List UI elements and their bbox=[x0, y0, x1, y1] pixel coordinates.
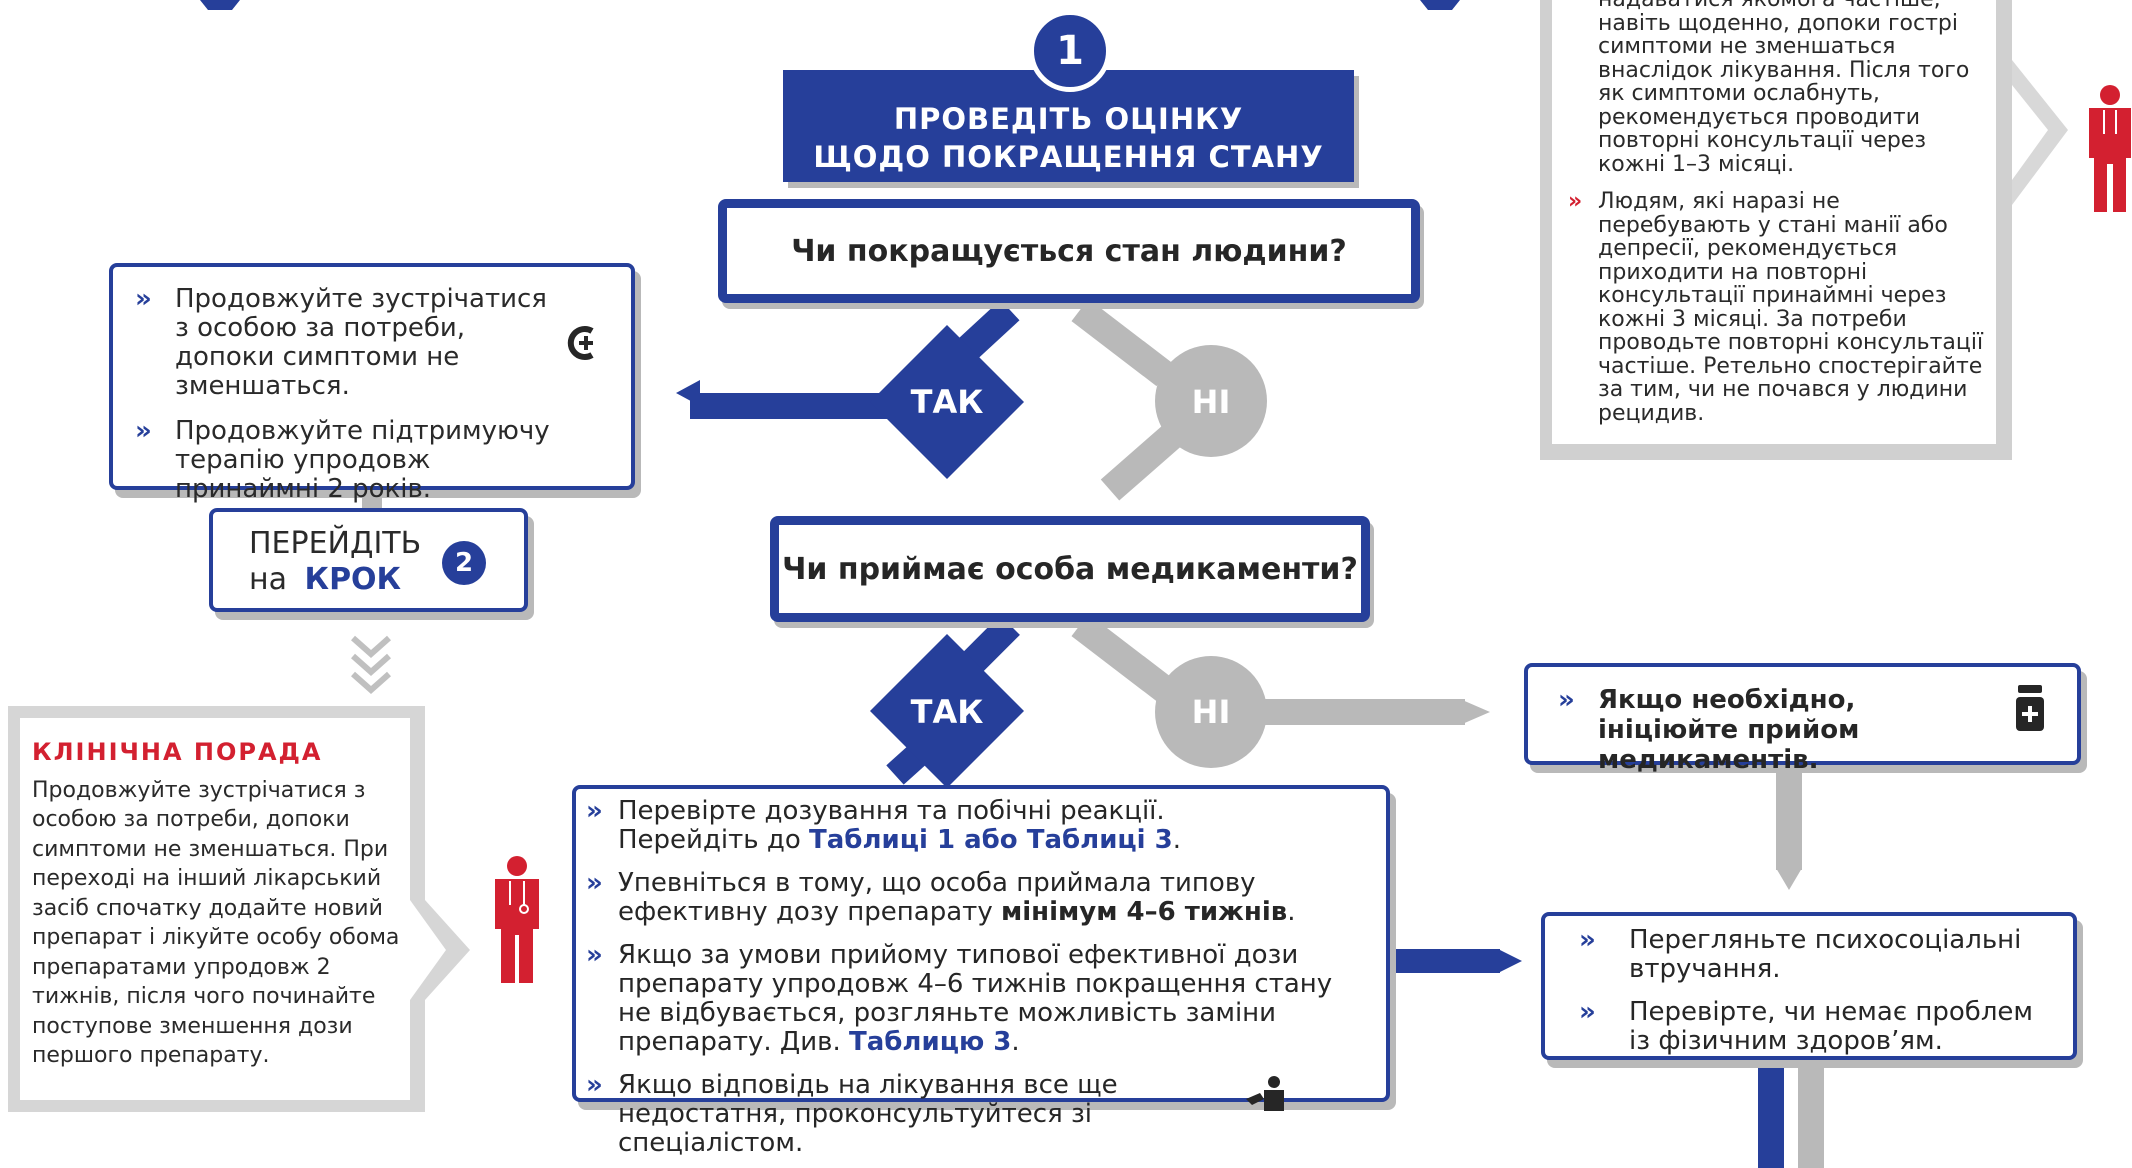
chevron-icon: » bbox=[135, 284, 152, 314]
bottom-gray-line bbox=[1798, 1060, 1824, 1168]
no-label-2: НІ bbox=[1191, 693, 1231, 731]
question-improving: Чи покращується стан людини? bbox=[718, 199, 1420, 303]
med-item-1a: Перевірте дозування та побічні реакції. bbox=[618, 796, 1165, 826]
down-chevron-1 bbox=[351, 635, 391, 659]
list-item: » Перегляньте психосоціальні втручання. bbox=[1579, 926, 2053, 984]
list-item: » Продовжуйте зустрічатися з особою за п… bbox=[135, 285, 611, 401]
list-item: » Перевірте, чи немає проблем із фізични… bbox=[1579, 998, 2053, 1056]
step-title-line1: ПРОВЕДІТЬ ОЦІНКУ bbox=[893, 102, 1244, 136]
yes-diamond bbox=[870, 325, 1024, 479]
heading-remnant bbox=[200, 0, 240, 10]
psycho-item-2: Перевірте, чи немає проблем із фізичним … bbox=[1629, 997, 2034, 1056]
step-number-badge: 1 bbox=[1029, 10, 1111, 92]
question-medication: Чи приймає особа медикаменти? bbox=[770, 516, 1370, 622]
init-down-arrowhead bbox=[1776, 868, 1802, 890]
chevron-icon: » bbox=[1579, 997, 1596, 1027]
chevron-icon: » bbox=[586, 796, 603, 826]
chevron-icon: » bbox=[1579, 925, 1596, 955]
medication-check-box: » Перевірте дозування та побічні реакції… bbox=[572, 785, 1390, 1158]
initiate-medication-box: » Якщо необхідно, ініціюйте прийом медик… bbox=[1524, 663, 2081, 775]
med-item-1b: Перейдіть до Таблиці 1 або Таблиці 3. bbox=[618, 826, 1181, 855]
chevron-icon: » bbox=[135, 416, 152, 446]
red-chevron-icon: » bbox=[1568, 189, 1583, 214]
down-chevron-3 bbox=[351, 671, 391, 695]
no2-circle bbox=[1155, 656, 1267, 768]
clinical-tip-text: Продовжуйте зустрічатися з особою за пот… bbox=[32, 777, 400, 1069]
goto-na: на bbox=[249, 562, 287, 597]
med-item-4: Якщо відповідь на лікування все ще недос… bbox=[618, 1070, 1118, 1158]
goto-step-number-badge: 2 bbox=[442, 541, 486, 585]
no-label-1: НІ bbox=[1191, 383, 1231, 421]
question-medication-text: Чи приймає особа медикаменти? bbox=[782, 551, 1358, 587]
goto-line2: на КРОК bbox=[249, 562, 524, 598]
yes2-diamond bbox=[870, 634, 1024, 788]
med-item-3-ref[interactable]: Таблицю 3 bbox=[849, 1027, 1012, 1057]
no2-branch-line bbox=[1071, 613, 1174, 702]
clinical-tip: КЛІНІЧНА ПОРАДА Продовжуйте зустрічатися… bbox=[32, 738, 422, 1071]
psychosocial-box: » Перегляньте психосоціальні втручання. … bbox=[1541, 912, 2077, 1060]
down-chevron-2 bbox=[351, 653, 391, 677]
follow-up-para-1: надаватися якомога частіше, навіть щоден… bbox=[1598, 0, 1970, 177]
list-item: » Перевірте дозування та побічні реакції… bbox=[586, 797, 1370, 855]
goto-line1: ПЕРЕЙДІТЬ bbox=[249, 526, 422, 561]
specialist-consult-icon bbox=[1244, 1075, 1288, 1118]
return-arrow-icon bbox=[565, 323, 599, 370]
heading-remnant bbox=[1420, 0, 1460, 10]
list-item: » Продовжуйте підтримуючу терапію упродо… bbox=[135, 417, 611, 504]
yes-arrow-line bbox=[690, 393, 910, 419]
doctor-icon bbox=[490, 855, 544, 987]
continue-item-2: Продовжуйте підтримуючу терапію упродовж… bbox=[175, 416, 550, 504]
chevron-icon: » bbox=[586, 1070, 603, 1100]
med-item-2-text: Упевніться в тому, що особа приймала тип… bbox=[618, 868, 1256, 927]
goto-step-number: 2 bbox=[454, 548, 474, 578]
clinician-icon bbox=[2088, 84, 2132, 216]
list-item: » Упевніться в тому, що особа приймала т… bbox=[586, 869, 1370, 927]
follow-up-guidance: надаватися якомога частіше, навіть щоден… bbox=[1568, 0, 1988, 425]
med-to-psycho-line bbox=[1390, 949, 1500, 973]
med-to-psycho-arrowhead bbox=[1498, 949, 1522, 973]
pill-bottle-icon bbox=[2016, 685, 2044, 738]
question-improving-text: Чи покращується стан людини? bbox=[791, 233, 1347, 269]
list-item: » Людям, які наразі не перебувають у ста… bbox=[1568, 190, 1988, 425]
no-branch-line bbox=[1071, 298, 1174, 387]
step-title: ПРОВЕДІТЬ ОЦІНКУ ЩОДО ПОКРАЩЕННЯ СТАНУ bbox=[783, 100, 1354, 182]
clinical-tip-title: КЛІНІЧНА ПОРАДА bbox=[32, 738, 323, 766]
list-item: » Якщо відповідь на лікування все ще нед… bbox=[586, 1071, 1370, 1158]
med-item-1-end: . bbox=[1172, 825, 1182, 855]
psycho-item-1: Перегляньте психосоціальні втручання. bbox=[1629, 925, 2022, 984]
med-item-1b-text: Перейдіть до bbox=[618, 825, 810, 855]
goto-step-2-box[interactable]: ПЕРЕЙДІТЬ на КРОК 2 bbox=[209, 508, 528, 612]
bottom-blue-line bbox=[1758, 1060, 1784, 1168]
med-item-1-ref[interactable]: Таблиці 1 або Таблиці 3 bbox=[809, 825, 1173, 855]
yes-label-1: ТАК bbox=[910, 383, 984, 421]
no2-arrow-line bbox=[1240, 699, 1465, 725]
med-item-3-text: Якщо за умови прийому типової ефективної… bbox=[618, 940, 1333, 1057]
no-circle bbox=[1155, 345, 1267, 457]
step-number: 1 bbox=[1056, 28, 1084, 74]
med-item-3-end: . bbox=[1011, 1027, 1020, 1057]
continue-support-box: » Продовжуйте зустрічатися з особою за п… bbox=[109, 263, 635, 504]
left-connector bbox=[362, 490, 382, 510]
med-item-2-bold: мінімум 4–6 тижнів bbox=[1000, 897, 1288, 927]
initiate-medication-text: Якщо необхідно, ініціюйте прийом медикам… bbox=[1598, 685, 1860, 775]
no2-arrowhead bbox=[1460, 699, 1490, 725]
goto-krok: КРОК bbox=[304, 562, 402, 597]
med-item-2-end: . bbox=[1287, 897, 1296, 927]
follow-up-para-2: Людям, які наразі не перебувають у стані… bbox=[1598, 189, 1984, 426]
init-down-line bbox=[1776, 765, 1802, 870]
list-item: » Якщо за умови прийому типової ефективн… bbox=[586, 941, 1370, 1057]
step-title-line2: ЩОДО ПОКРАЩЕННЯ СТАНУ bbox=[813, 140, 1324, 174]
top-right-chevron bbox=[2012, 60, 2068, 205]
list-item: » Якщо необхідно, ініціюйте прийом медик… bbox=[1558, 685, 2057, 775]
yes-label-2: ТАК bbox=[910, 693, 984, 731]
continue-item-1: Продовжуйте зустрічатися з особою за пот… bbox=[175, 284, 547, 401]
chevron-icon: » bbox=[586, 940, 603, 970]
chevron-icon: » bbox=[586, 868, 603, 898]
chevron-icon: » bbox=[1558, 685, 1575, 715]
